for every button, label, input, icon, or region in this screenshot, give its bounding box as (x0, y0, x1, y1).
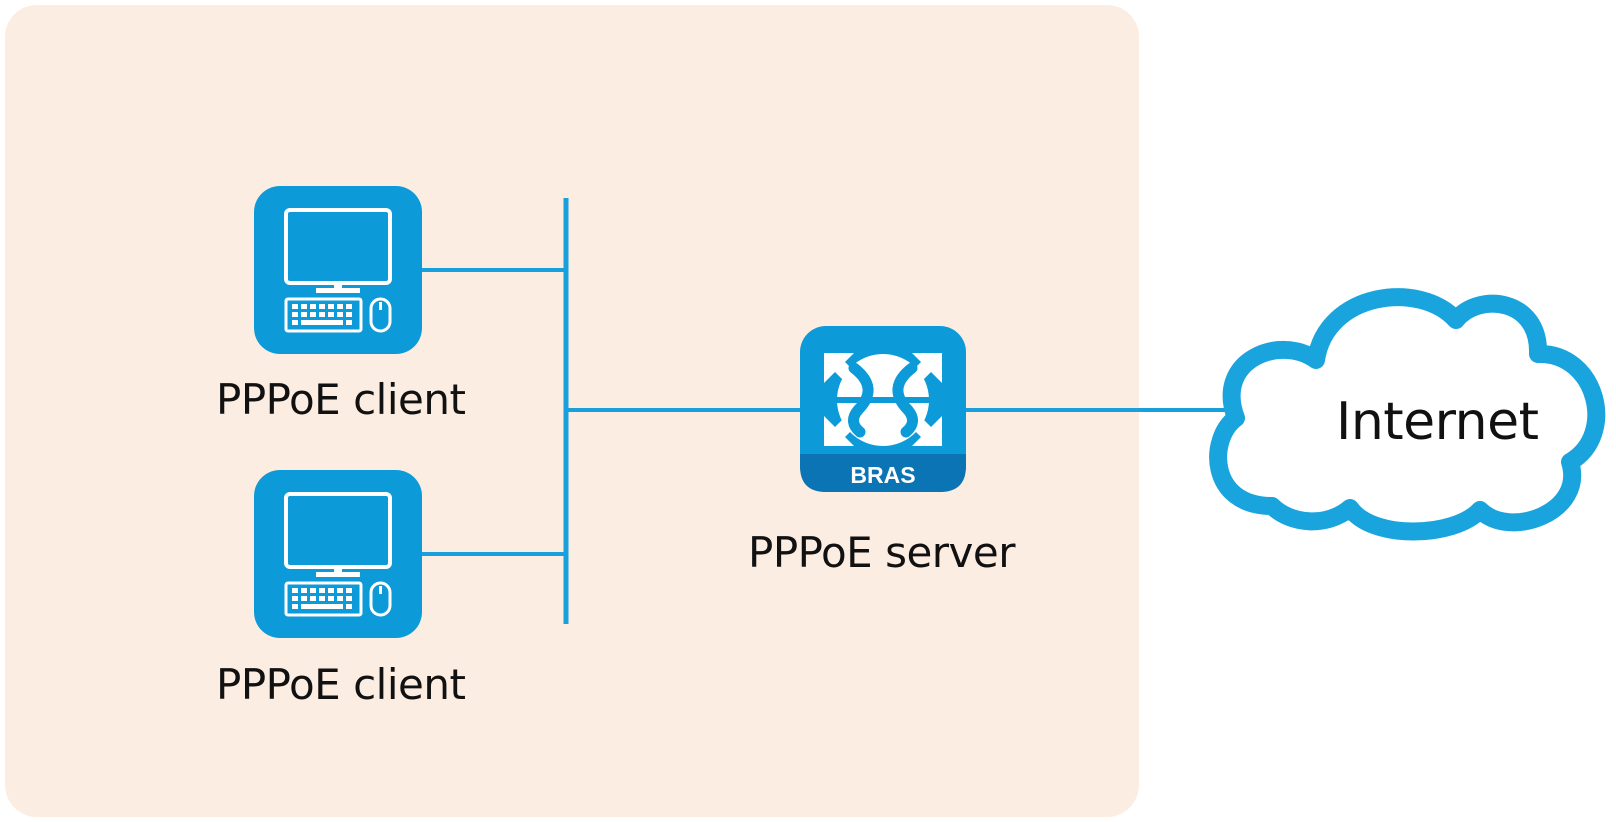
server-bras-router-icon (800, 326, 966, 492)
internet-label: Internet (1336, 392, 1539, 452)
client-2-label: PPPoE client (216, 660, 466, 709)
client-1-label: PPPoE client (216, 375, 466, 424)
client-1-computer-icon (254, 186, 422, 354)
internet-cloud-icon (1209, 288, 1606, 541)
server-label: PPPoE server (748, 528, 1016, 577)
client-2-computer-icon (254, 470, 422, 638)
